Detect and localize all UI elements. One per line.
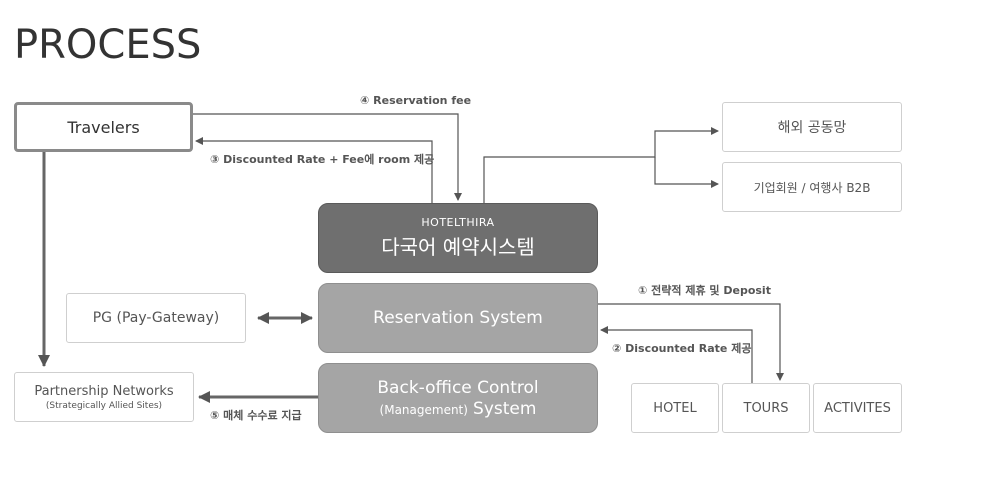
- edge-to-overseas: [483, 127, 719, 203]
- hotelthira-brand: HOTELTHIRA: [421, 216, 495, 229]
- label-commission: ⑤ 매체 수수료 지급: [210, 409, 302, 422]
- partnership-subtitle: (Strategically Allied Sites): [45, 400, 163, 411]
- node-partnership-networks: Partnership Networks (Strategically Alli…: [14, 372, 194, 422]
- node-pg: PG (Pay-Gateway): [66, 293, 246, 343]
- backoffice-system: System: [473, 398, 537, 419]
- node-corporate: 기업회원 / 여행사 B2B: [722, 162, 902, 212]
- page-title: PROCESS: [14, 22, 202, 68]
- node-hotelthira: HOTELTHIRA 다국어 예약시스템: [318, 203, 598, 273]
- label-discounted-rate-room: ③ Discounted Rate + Fee에 room 제공: [210, 153, 435, 166]
- edge-deposit: [598, 303, 784, 381]
- edge-discounted-rate-room: [195, 137, 433, 203]
- node-travelers: Travelers: [14, 102, 193, 152]
- node-backoffice: Back-office Control (Management) System: [318, 363, 598, 433]
- label-deposit: ① 전략적 제휴 및 Deposit: [638, 284, 771, 297]
- edge-to-corporate: [654, 157, 719, 188]
- edge-reservation-fee: [193, 113, 462, 201]
- node-reservation-system: Reservation System: [318, 283, 598, 353]
- edge-discounted-rate: [600, 326, 753, 383]
- node-hotel: HOTEL: [631, 383, 719, 433]
- backoffice-management: (Management): [379, 402, 468, 417]
- partnership-title: Partnership Networks: [34, 383, 174, 399]
- node-tours: TOURS: [722, 383, 810, 433]
- backoffice-line1: Back-office Control: [377, 377, 539, 398]
- node-activities: ACTIVITES: [813, 383, 902, 433]
- node-overseas: 해외 공동망: [722, 102, 902, 152]
- label-reservation-fee: ④ Reservation fee: [360, 94, 472, 107]
- hotelthira-title: 다국어 예약시스템: [381, 235, 535, 259]
- label-discounted-rate: ② Discounted Rate 제공: [612, 342, 752, 355]
